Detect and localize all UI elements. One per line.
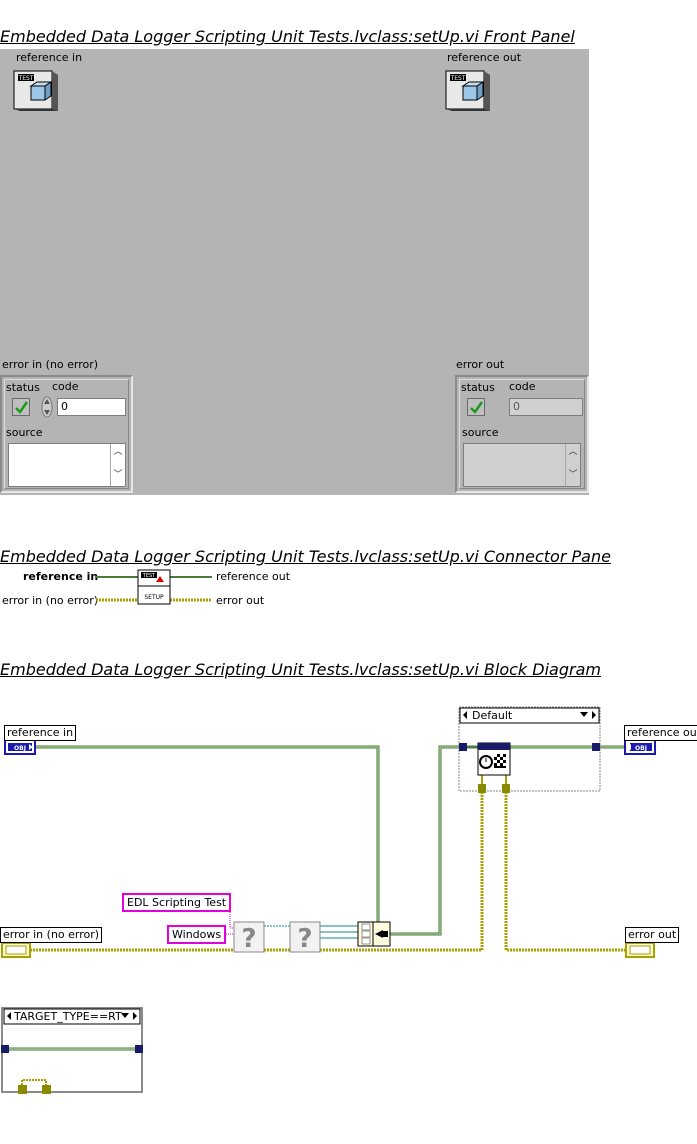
cp-reference-out-label: reference out xyxy=(216,570,291,583)
error-out-source-label: source xyxy=(462,426,499,439)
front-panel: reference in TEST reference out TEST err… xyxy=(0,49,589,495)
error-in-source-label: source xyxy=(6,426,43,439)
scroll-down-icon[interactable]: ﹀ xyxy=(113,470,123,480)
error-in-code-input[interactable]: 0 xyxy=(57,398,126,416)
svg-text:?: ? xyxy=(297,924,312,954)
error-out-label: error out xyxy=(456,358,505,371)
svg-text:TEST: TEST xyxy=(450,75,466,82)
bd-error-in-label: error in (no error) xyxy=(0,927,103,943)
scroll-up-icon[interactable]: ︿ xyxy=(568,447,578,457)
checkmark-icon xyxy=(15,401,29,414)
cp-error-in-label: error in (no error) xyxy=(2,594,99,607)
error-out-code-display: 0 xyxy=(509,398,583,416)
string-constant-os[interactable]: Windows xyxy=(167,925,227,944)
scroll-up-icon[interactable]: ︿ xyxy=(113,447,123,457)
cp-error-out-label: error out xyxy=(216,594,265,607)
missing-subvi-1[interactable] xyxy=(234,922,264,952)
reference-out-label: reference out xyxy=(447,51,522,64)
scroll-down-icon[interactable]: ﹀ xyxy=(568,470,578,480)
error-in-code-label: code xyxy=(52,380,79,393)
case-selector-target-type[interactable]: TARGET_TYPE==RT xyxy=(14,1010,122,1023)
reference-in-label: reference in xyxy=(16,51,83,64)
error-out-source-display: ︿ ﹀ xyxy=(463,443,581,487)
reference-out-icon: TEST xyxy=(445,70,490,111)
checkmark-icon xyxy=(470,401,484,414)
code-stepper-icon[interactable] xyxy=(40,396,54,418)
error-in-status-checkbox[interactable] xyxy=(12,398,30,416)
error-out-status-label: status xyxy=(461,381,495,394)
connector-pane-title: Embedded Data Logger Scripting Unit Test… xyxy=(0,547,611,566)
error-in-source-textarea[interactable]: ︿ ﹀ xyxy=(8,443,126,487)
error-out-cluster: status code 0 source ︿ ﹀ xyxy=(455,375,589,493)
cp-icon-top-text: TEST xyxy=(142,573,156,579)
error-out-status-indicator xyxy=(467,398,485,416)
bundle-node[interactable] xyxy=(358,922,390,946)
cp-reference-in-label: reference in xyxy=(23,570,99,583)
error-in-label: error in (no error) xyxy=(2,358,99,371)
test-case-subvi[interactable] xyxy=(478,743,510,775)
bd-error-out-label: error out xyxy=(625,927,680,943)
bd-reference-in-label: reference in xyxy=(4,725,77,741)
case-selector-default[interactable]: Default xyxy=(472,709,513,722)
front-panel-title: Embedded Data Logger Scripting Unit Test… xyxy=(0,27,575,46)
cp-icon-bottom-text: SETUP xyxy=(144,594,164,601)
obj-tag-in: OBJ xyxy=(14,745,26,752)
obj-tag-out: OBJ xyxy=(635,745,647,752)
block-diagram-title: Embedded Data Logger Scripting Unit Test… xyxy=(0,660,601,679)
scrollbar[interactable]: ︿ ﹀ xyxy=(565,444,580,486)
bd-reference-out-label: reference out xyxy=(624,725,697,741)
error-in-status-label: status xyxy=(6,381,40,394)
svg-text:?: ? xyxy=(241,924,256,954)
missing-subvi-2[interactable] xyxy=(290,922,320,952)
error-out-code-label: code xyxy=(509,380,536,393)
error-in-cluster: status code 0 source ︿ ﹀ xyxy=(0,375,133,493)
connector-pane-wires: TEST SETUP xyxy=(96,569,212,605)
svg-text:TEST: TEST xyxy=(18,75,34,82)
reference-in-icon[interactable]: TEST xyxy=(13,68,59,112)
string-constant-test-name[interactable]: EDL Scripting Test xyxy=(122,893,232,912)
scrollbar[interactable]: ︿ ﹀ xyxy=(110,444,125,486)
